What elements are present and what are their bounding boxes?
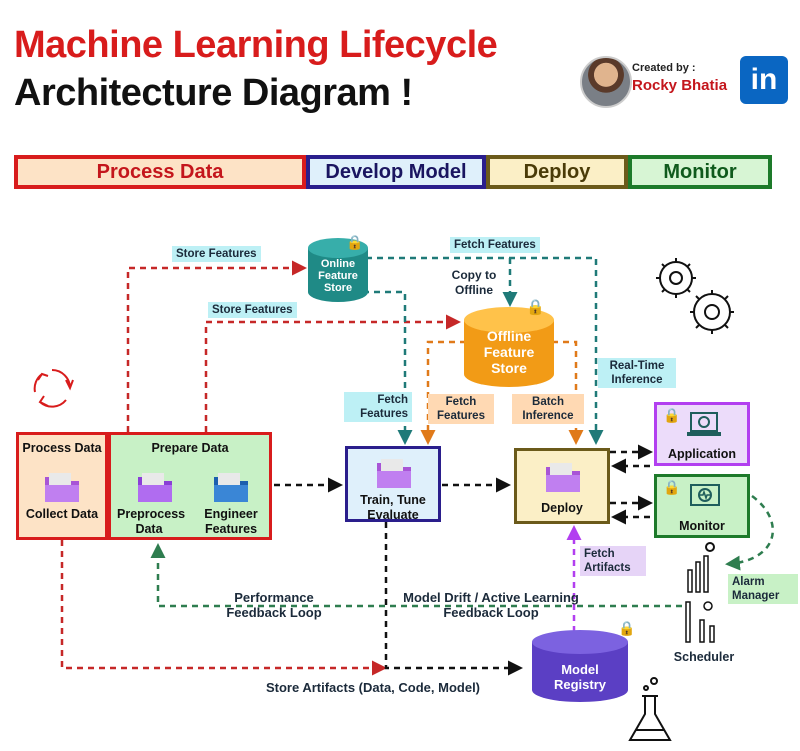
scheduler-label: Scheduler — [673, 650, 735, 664]
title-line-1: Machine Learning Lifecycle — [14, 24, 498, 66]
online-store-label: Online Feature Store — [318, 258, 358, 294]
arrow-feedback-loop — [150, 543, 682, 608]
created-by-label: Created by : — [632, 62, 696, 74]
prepare-data-title: Prepare Data — [151, 441, 229, 455]
folder-icon — [214, 473, 248, 502]
lock-icon: 🔒 — [663, 407, 681, 423]
process-data-title: Process Data — [22, 441, 102, 455]
copy-to-offline-label: Copy to Offline — [451, 268, 497, 297]
offline-store-label: Offline Feature Store — [483, 328, 535, 376]
gears-icon — [656, 258, 734, 334]
offline-store-cylinder — [464, 307, 554, 387]
lock-icon: 🔒 — [663, 479, 681, 495]
monitor-chart-icon — [690, 484, 720, 506]
realtime-inference-label: Real-Time Inference — [598, 358, 676, 388]
prepare-data-box[interactable]: Prepare Data Preprocess Data Engineer Fe… — [108, 432, 272, 540]
arrow-train-to-registry — [384, 522, 523, 676]
batch-inference-label: Batch Inference — [512, 394, 584, 424]
flask-icon — [628, 677, 672, 741]
phase-monitor: Monitor — [628, 155, 772, 189]
application-label: Application — [667, 447, 737, 461]
arrow-store-offline — [204, 314, 461, 432]
train-label: Train, Tune Evaluate — [360, 493, 426, 522]
registry-label: Model Registry — [553, 662, 607, 692]
performance-loop-label: Performance Feedback Loop — [226, 590, 322, 620]
preprocess-data-label: Preprocess Data — [117, 507, 186, 536]
alarm-manager-label: Alarm Manager — [728, 574, 798, 604]
lock-icon: 🔒 — [346, 234, 364, 250]
arrow-offline-to-train — [420, 340, 466, 445]
monitor-label: Monitor — [679, 519, 725, 533]
collect-data-label: Collect Data — [25, 507, 99, 521]
laptop-gear-icon — [687, 412, 721, 436]
phase-process-data: Process Data — [14, 155, 306, 189]
store-artifacts-label: Store Artifacts (Data, Code, Model) — [265, 680, 481, 695]
scheduler-icon — [685, 542, 715, 643]
application-box[interactable]: 🔒 Application — [654, 402, 750, 466]
avatar — [580, 56, 632, 108]
phase-deploy: Deploy — [486, 155, 628, 189]
deploy-label: Deploy — [541, 501, 583, 515]
arrow-realtime-inference — [366, 256, 604, 445]
process-data-box[interactable]: Process Data Collect Data — [16, 432, 108, 540]
arrow-store-online — [126, 260, 307, 432]
author-name[interactable]: Rocky Bhatia — [632, 77, 728, 94]
drift-loop-label: Model Drift / Active Learning Feedback L… — [403, 590, 579, 620]
lock-icon: 🔒 — [526, 299, 545, 316]
folder-icon — [138, 473, 172, 502]
folder-icon — [377, 459, 411, 488]
train-box[interactable]: Train, Tune Evaluate — [345, 446, 441, 522]
arrow-monitor-to-alarm — [725, 494, 775, 571]
fetch-artifacts-label: Fetch Artifacts — [580, 546, 646, 576]
phase-develop-model: Develop Model — [306, 155, 486, 189]
engineer-features-label: Engineer Features — [204, 507, 258, 536]
monitor-box[interactable]: 🔒 Monitor — [654, 474, 750, 538]
online-store-cylinder — [308, 238, 368, 302]
folder-icon — [546, 463, 580, 492]
fetch-features-cyan-label: Fetch Features — [344, 392, 412, 422]
fetch-features-orange-label: Fetch Features — [428, 394, 494, 424]
arrow-store-artifacts — [60, 540, 387, 676]
linkedin-icon[interactable]: in — [740, 56, 788, 104]
lock-icon: 🔒 — [618, 620, 636, 636]
folder-icon — [45, 473, 79, 502]
title-line-2: Architecture Diagram ! — [14, 72, 413, 114]
fetch-features-top-label: Fetch Features — [450, 237, 540, 253]
deploy-box[interactable]: Deploy — [514, 448, 610, 524]
cycle-arrows-icon — [33, 369, 74, 408]
store-features-label-1: Store Features — [172, 246, 261, 262]
creator-block: Created by : Rocky Bhatia in — [580, 56, 788, 108]
registry-cylinder — [532, 630, 628, 702]
store-features-label-2: Store Features — [208, 302, 297, 318]
